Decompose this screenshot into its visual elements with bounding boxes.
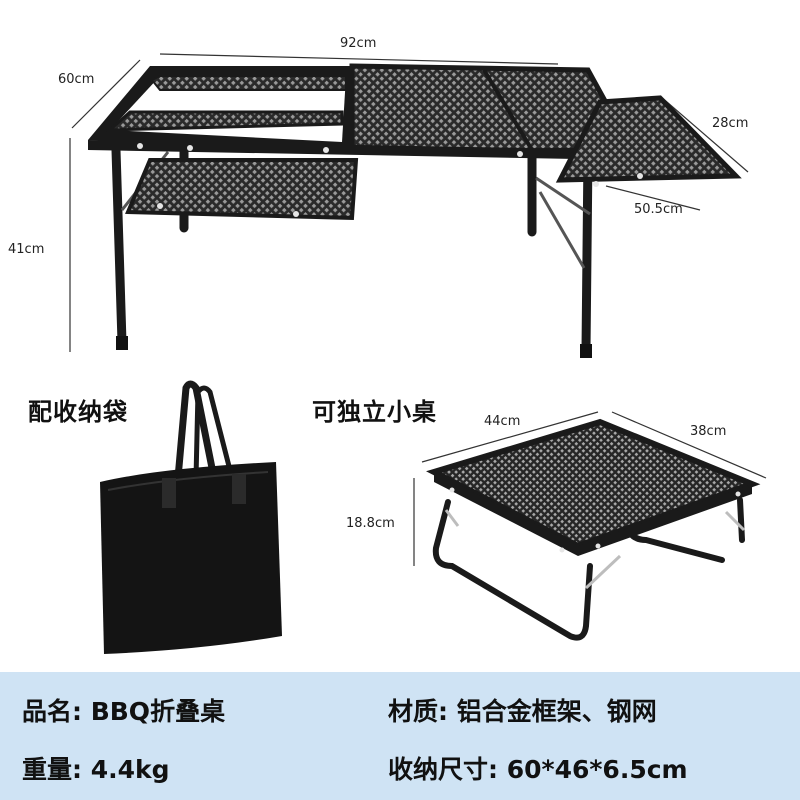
dim-length: 92cm [340,36,377,51]
dim-small-length: 44cm [484,414,521,429]
dim-side-shelf-length: 50.5cm [634,202,683,217]
dim-side-shelf-depth: 28cm [712,116,749,131]
spec-weight: 重量: 4.4kg [22,755,170,784]
dimension-lines [69,53,767,566]
dim-small-width: 38cm [690,424,727,439]
spec-band: 品名: BBQ折叠桌 材质: 铝合金框架、钢网 重量: 4.4kg 收纳尺寸: … [0,672,800,800]
storage-bag [100,380,282,654]
dim-height: 41cm [8,242,45,257]
caption-bag: 配收纳袋 [28,398,128,426]
spec-name: 品名: BBQ折叠桌 [22,697,226,726]
product-illustration [69,53,767,654]
caption-small-table: 可独立小桌 [312,398,437,426]
small-table [426,418,761,641]
dim-small-height: 18.8cm [346,516,395,531]
spec-folded-size: 收纳尺寸: 60*46*6.5cm [388,755,688,784]
bbq-table [88,63,742,358]
spec-material: 材质: 铝合金框架、钢网 [388,697,657,726]
dim-width: 60cm [58,72,95,87]
